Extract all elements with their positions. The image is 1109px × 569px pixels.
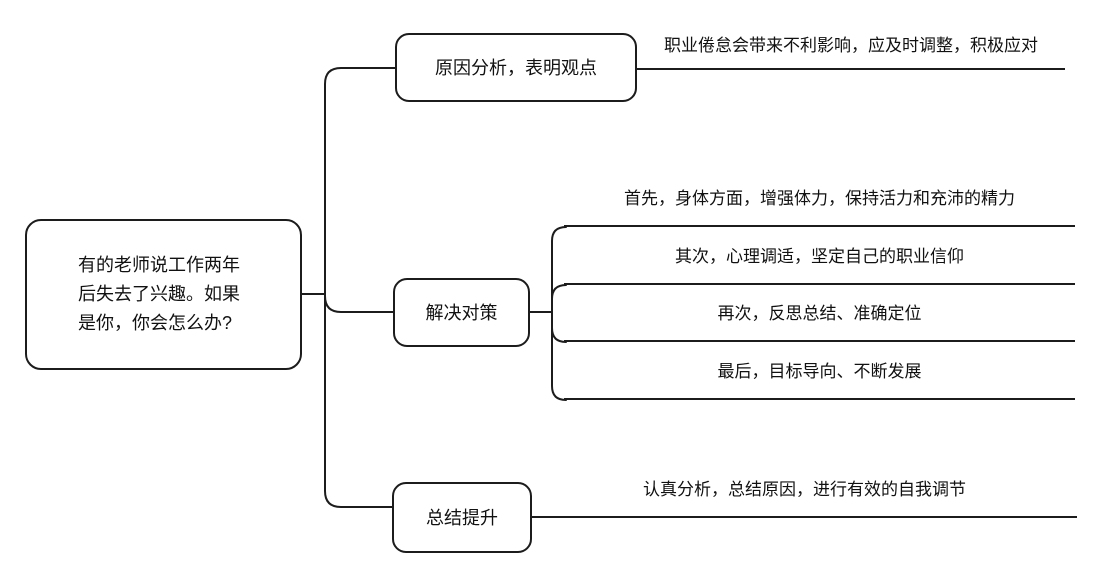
leaf-label: 再次，反思总结、准确定位 — [717, 304, 922, 323]
connector-fan-leaf2 — [551, 284, 567, 300]
branch-node-label: 原因分析，表明观点 — [435, 57, 597, 78]
connector-trunk-branch2 — [324, 295, 394, 313]
connector-fan-leaf1 — [551, 226, 567, 313]
connector-trunk-branch1 — [324, 67, 396, 295]
connector-fan-leaf3 — [551, 327, 567, 343]
branch-node-label: 总结提升 — [426, 507, 498, 528]
root-node[interactable]: 有的老师说工作两年后失去了兴趣。如果是你，你会怎么办? — [25, 219, 302, 370]
leaf-node-reflection[interactable]: 再次，反思总结、准确定位 — [564, 300, 1075, 342]
leaf-node-goal-oriented[interactable]: 最后，目标导向、不断发展 — [564, 358, 1075, 400]
branch-node-label: 解决对策 — [425, 302, 498, 323]
leaf-label: 其次，心理调适，坚定自己的职业信仰 — [675, 247, 964, 266]
branch-node-reason-analysis[interactable]: 原因分析，表明观点 — [395, 33, 637, 102]
leaf-label: 最后，目标导向、不断发展 — [717, 362, 922, 381]
leaf-node-self-adjustment[interactable]: 认真分析，总结原因，进行有效的自我调节 — [532, 476, 1077, 518]
connector-fan-leaf4 — [551, 311, 567, 401]
leaf-node-burnout-impact[interactable]: 职业倦怠会带来不利影响，应及时调整，积极应对 — [637, 4, 1065, 70]
root-node-label: 有的老师说工作两年后失去了兴趣。如果是你，你会怎么办? — [78, 255, 240, 333]
branch-node-solutions[interactable]: 解决对策 — [393, 278, 530, 347]
leaf-node-physical[interactable]: 首先，身体方面，增强体力，保持活力和充沛的精力 — [564, 185, 1075, 227]
leaf-label: 认真分析，总结原因，进行有效的自我调节 — [643, 480, 966, 499]
connector-trunk-branch3 — [324, 293, 393, 508]
leaf-label: 首先，身体方面，增强体力，保持活力和充沛的精力 — [624, 189, 1015, 208]
branch-node-summary[interactable]: 总结提升 — [392, 482, 532, 553]
leaf-node-psychological[interactable]: 其次，心理调适，坚定自己的职业信仰 — [564, 243, 1075, 285]
leaf-label: 职业倦怠会带来不利影响，应及时调整，积极应对 — [664, 36, 1038, 55]
